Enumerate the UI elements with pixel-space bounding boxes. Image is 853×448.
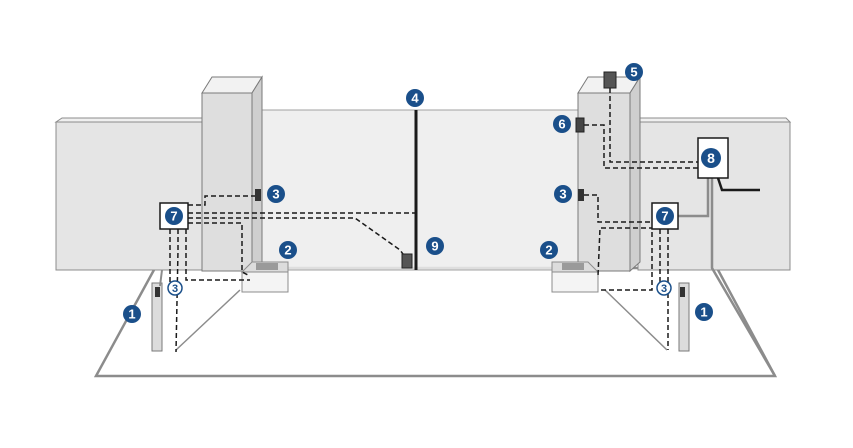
badge-2-left: 2 (279, 241, 297, 259)
gate-leaves (245, 109, 593, 271)
ground-outline (93, 266, 778, 378)
badge-1-right: 1 (695, 303, 713, 321)
badge-1-left: 1 (123, 305, 141, 323)
badge-8: 8 (701, 148, 721, 168)
gate-travel-line-right (604, 289, 668, 351)
badge-6: 6 (553, 115, 571, 133)
photocell-post-right (678, 282, 690, 352)
photocell-left-pillar (255, 189, 261, 201)
photocell-right-pillar (578, 189, 584, 201)
badge-5: 5 (625, 63, 643, 81)
svg-text:3: 3 (272, 187, 279, 202)
svg-text:2: 2 (284, 243, 291, 258)
svg-text:3: 3 (661, 283, 667, 295)
badge-9: 9 (426, 237, 444, 255)
svg-text:2: 2 (545, 243, 552, 258)
svg-text:1: 1 (700, 305, 707, 320)
svg-text:3: 3 (559, 187, 566, 202)
svg-text:8: 8 (707, 150, 715, 166)
left-wall (54, 117, 205, 271)
mains-cable (716, 177, 760, 192)
svg-text:7: 7 (661, 209, 668, 224)
badge-3-left-pillar: 3 (267, 185, 285, 203)
flashing-light (603, 71, 617, 89)
svg-text:1: 1 (128, 307, 135, 322)
svg-text:9: 9 (431, 239, 438, 254)
badge-7-left: 7 (165, 207, 183, 225)
badge-3-right-pillar: 3 (554, 185, 572, 203)
svg-text:4: 4 (411, 91, 419, 106)
badge-3-right-post: 3 (656, 280, 672, 296)
electric-lock (401, 253, 413, 269)
svg-text:7: 7 (170, 209, 177, 224)
post-cable-left (159, 269, 163, 287)
ground-cable-gray (710, 178, 777, 377)
gate-travel-line-left (175, 289, 241, 351)
key-selector (575, 117, 585, 133)
photocell-post-left (151, 282, 163, 352)
svg-text:3: 3 (172, 283, 178, 295)
badge-4: 4 (406, 89, 424, 107)
badge-3-left-post: 3 (167, 280, 183, 296)
right-pillar (577, 75, 641, 273)
badge-2-right: 2 (540, 241, 558, 259)
operator-box-right (551, 261, 600, 293)
svg-text:5: 5 (630, 65, 637, 80)
svg-text:6: 6 (558, 117, 565, 132)
power-cable-gray (676, 178, 710, 218)
left-pillar (201, 75, 263, 273)
operator-box-left (240, 261, 289, 293)
badge-7-right: 7 (656, 207, 674, 225)
